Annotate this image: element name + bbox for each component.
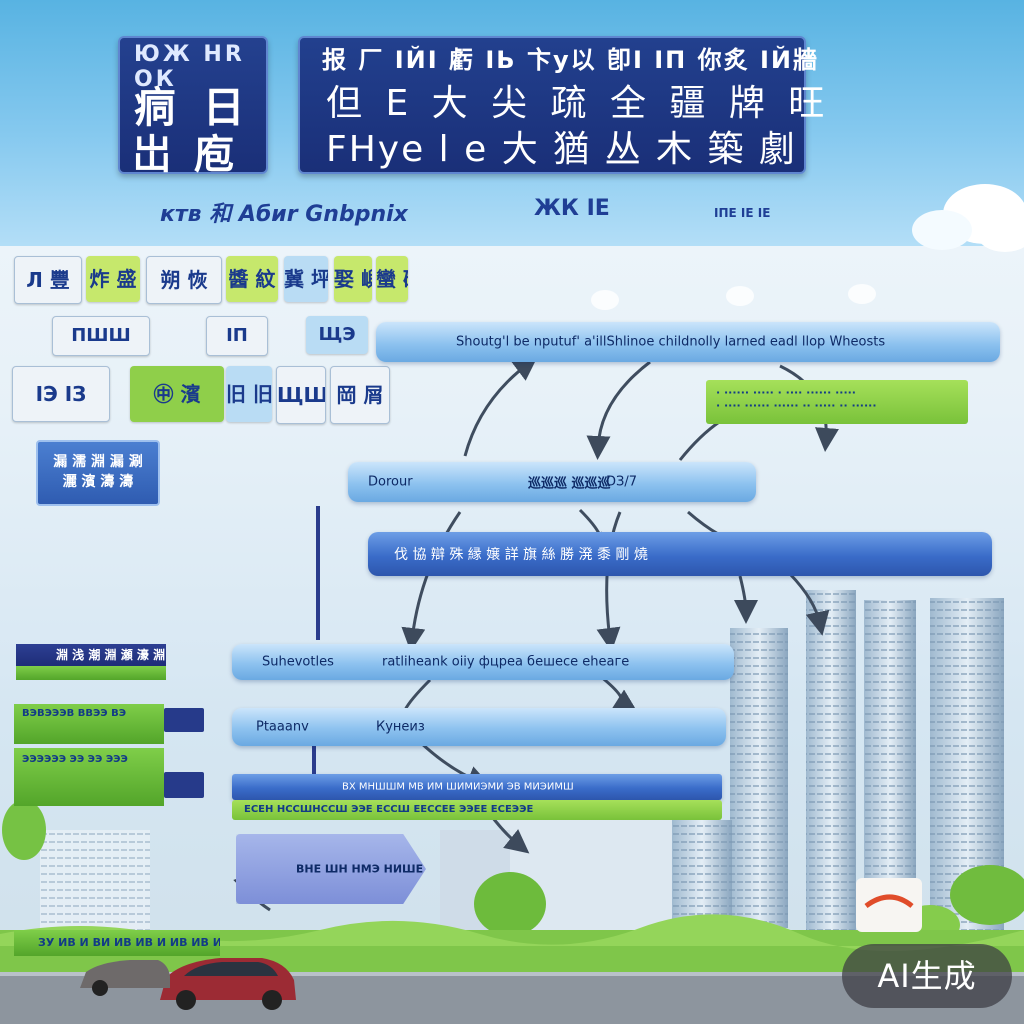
- badge-tag: ЮЖ НR ОК: [134, 42, 245, 92]
- flow-bar-4-label-b: ratliheank oiiу фцреа бешесе еhеаге: [382, 654, 630, 670]
- side-box-3: ЭЭЭЭЭЭ ЭЭ ЭЭ ЭЭЭ: [14, 748, 164, 806]
- title-panel: 报 厂 ІЙІ 虧 ІЬ 卞у以 卽І ІП 你炙 ІЙ牆 但 Е 大 尖 疏 …: [298, 36, 824, 174]
- tile-12: ㊥ 濱: [130, 366, 224, 422]
- tile-8: ПШШ: [52, 316, 150, 356]
- side-tab-2: [164, 708, 204, 732]
- tile-9: ІП: [206, 316, 268, 356]
- ai-generated-badge: AI生成: [842, 944, 1012, 1008]
- tile-14: ЩШ: [276, 366, 326, 424]
- badge-line-2: 岀 庖: [132, 131, 238, 178]
- side-tab-3: [164, 772, 204, 798]
- tile-4: 醬 紋: [226, 256, 278, 302]
- ground-label-bar: ЗУ ИВ И ВИ ИВ ИВ И ИВ ИВ И: [14, 930, 220, 956]
- tile-15: 岡 屑: [330, 366, 390, 424]
- cloud-icon: [912, 184, 1024, 252]
- tile-1: Л 豐: [14, 256, 82, 304]
- header-badge: ЮЖ НR ОК 痌 日 岀 庖: [118, 36, 268, 178]
- tile-10: ЩЭ: [306, 316, 368, 354]
- tile-11: ІЭ ІЗ: [12, 366, 110, 422]
- side-box-2: ВЭВЭЭЭВ ВВЭЭ ВЭ: [14, 704, 164, 744]
- flow-bar-2-label-b: 巡巡巡 巡巡巡: [528, 476, 611, 492]
- flow-bar-5: Ptaaanv Кунеиз: [232, 708, 726, 746]
- subtitle-right: ІПЕ ІЕ ІЕ: [714, 206, 771, 220]
- car-icon: [160, 958, 296, 1010]
- flow-bar-1: Shoutg'l be nputuf' a'illShlinoe childno…: [376, 322, 1000, 362]
- flow-bar-2: Dorour 巡巡巡 巡巡巡 DЗ/7: [348, 462, 756, 502]
- flow-bar-6-label: ВХ МНШШМ МВ ИМ ШИМИЭМИ ЭВ МИЭИМШ: [342, 781, 574, 793]
- flow-bar-5-label-a: Ptaaanv: [256, 719, 309, 735]
- green-note: · ······ ····· · ···· ······ ····· · ···…: [706, 380, 968, 424]
- title-line-1: 但 Е 大 尖 疏 全 疆 牌 旺: [326, 83, 831, 124]
- green-note-line-2: · ···· ······ ······ ·· ····· ·· ······: [716, 399, 877, 412]
- flow-bar-3-label: 伐 協 辯 殊 縁 嬢 詳 旗 絲 勝 溌 黍 剛 燒: [394, 547, 648, 563]
- flow-bar-2-label-a: Dorour: [368, 474, 413, 490]
- tile-13: 旧 旧: [226, 366, 272, 422]
- side-box-1-green: [16, 666, 166, 680]
- green-note-line-1: · ······ ····· · ···· ······ ·····: [716, 386, 856, 399]
- flow-bar-2-label-c: DЗ/7: [606, 474, 637, 490]
- flow-bar-6-green: ЕСЕН НССШНССШ ЭЭЕ ЕССШ ЕЕССЕЕ ЭЭЕЕ ЕСЕЭЭ…: [232, 800, 722, 820]
- flow-arrow-block-label: ВНЕ ШН НМЭ НИШЕ: [296, 862, 424, 876]
- left-info-button[interactable]: 漏 濡 淵 漏 涮 灑 濱 濤 濤: [36, 440, 160, 506]
- tile-5: 冀 坪: [284, 256, 328, 302]
- flow-bar-3: 伐 協 辯 殊 縁 嬢 詳 旗 絲 勝 溌 黍 剛 燒: [368, 532, 992, 576]
- title-line-2: FНуе l е 大 猶 丛 木 築 劇: [326, 129, 797, 170]
- flow-bar-6: ВХ МНШШМ МВ ИМ ШИМИЭМИ ЭВ МИЭИМШ: [232, 774, 722, 800]
- flow-bar-5-label-b: Кунеиз: [376, 719, 425, 735]
- car-icon: [80, 960, 170, 996]
- tile-3: 朔 恢: [146, 256, 222, 304]
- flow-arrow-block: ВНЕ ШН НМЭ НИШЕ: [236, 834, 426, 904]
- flow-bar-1-label: Shoutg'l be nputuf' a'illShlinoe childno…: [456, 334, 886, 350]
- flow-bar-4-label-a: Suhevotles: [262, 654, 334, 670]
- badge-line-1: 痌 日: [134, 83, 251, 132]
- title-top-line: 报 厂 ІЙІ 虧 ІЬ 卞у以 卽І ІП 你炙 ІЙ牆: [322, 46, 819, 74]
- side-box-1: 淵 浅 潮 淵 瀬 濠 淵: [16, 644, 166, 666]
- tile-2: 炸 盛: [86, 256, 140, 302]
- subtitle-left: ктв 和 Абиr Gnbpnix: [160, 202, 408, 227]
- tile-7: 蠻 磚: [376, 256, 408, 302]
- flow-bar-4: Suhevotles ratliheank oiiу фцреа бешесе …: [232, 644, 734, 680]
- subtitle-middle: ЖК ІЕ: [534, 196, 610, 221]
- tile-6: 娶 嶼: [334, 256, 372, 302]
